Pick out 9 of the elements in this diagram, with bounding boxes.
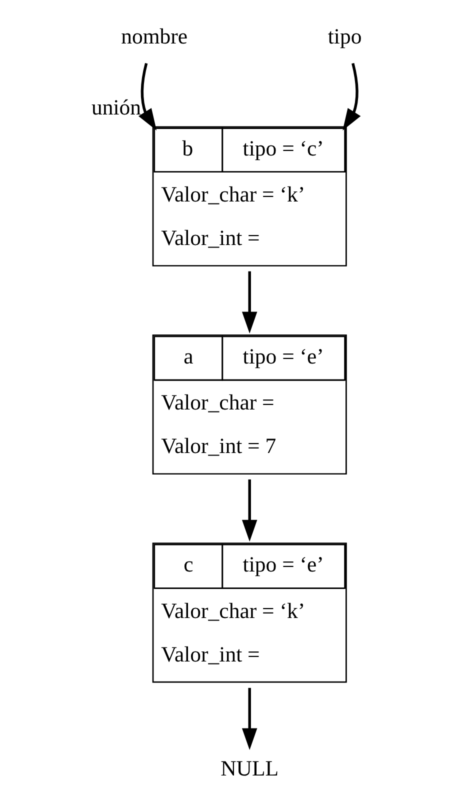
arrow: [241, 688, 257, 750]
node-text: nombre: [120, 24, 188, 49]
node-text: tipo: [327, 24, 362, 49]
node-label: unión: [91, 95, 141, 120]
arrow: [342, 62, 360, 130]
arrow: [241, 271, 257, 334]
node-text: NULL: [220, 756, 278, 781]
arrow: [138, 62, 156, 130]
arrow: [241, 479, 257, 542]
